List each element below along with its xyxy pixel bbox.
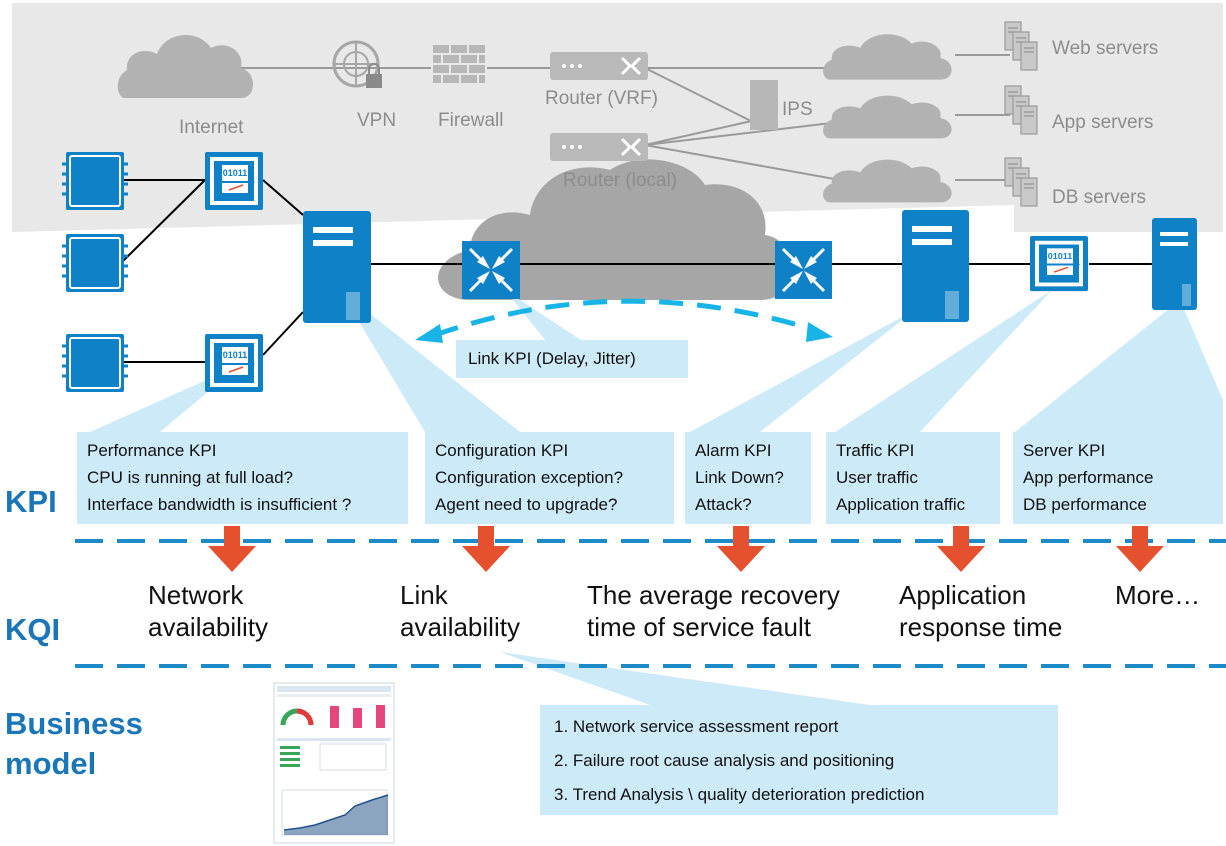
- router-local-label: Router (local): [563, 170, 678, 191]
- kqi-line2: availability: [400, 612, 520, 642]
- kqi-average-recovery-time: The average recovery time of service fau…: [587, 579, 840, 643]
- kpi-box-traffic: Traffic KPI User traffic Application tra…: [826, 432, 1000, 524]
- kpi-box-server: Server KPI App performance DB performanc…: [1013, 432, 1223, 524]
- terminal-icon-2: [60, 232, 130, 294]
- business-item: 3. Trend Analysis \ quality deterioratio…: [554, 785, 925, 804]
- probe-icon-2: [204, 333, 264, 393]
- kpi-box-line: CPU is running at full load?: [87, 468, 294, 487]
- server-icon-left: [303, 211, 371, 323]
- business-side-label: Business model: [5, 704, 143, 784]
- down-arrow-3: [717, 526, 765, 572]
- kqi-line2: response time: [899, 612, 1063, 642]
- beam-app-server: [1015, 300, 1223, 432]
- kpi-box-line: Agent need to upgrade?: [435, 495, 618, 514]
- server-icon-right: [902, 210, 969, 322]
- kpi-box-configuration: Configuration KPI Configuration exceptio…: [425, 432, 674, 524]
- beam-server-right: [690, 310, 915, 432]
- business-item: 2. Failure root cause analysis and posit…: [554, 751, 895, 770]
- link-kpi-callout: Link KPI (Delay, Jitter): [456, 340, 688, 378]
- terminal-icon-1: [60, 150, 130, 212]
- kpi-box-title: Traffic KPI: [836, 441, 915, 460]
- router-local-icon: [550, 133, 648, 161]
- router-icon-right: [775, 241, 832, 299]
- vpn-icon: [332, 40, 382, 88]
- kpi-box-line: Interface bandwidth is insufficient ?: [87, 495, 352, 514]
- router-icon-left: [462, 241, 520, 299]
- kpi-box-title: Alarm KPI: [695, 441, 772, 460]
- kqi-line1: More…: [1115, 580, 1201, 610]
- probe-icon-1: [204, 151, 264, 211]
- firewall-label: Firewall: [438, 110, 504, 131]
- down-arrow-5: [1116, 526, 1164, 572]
- app-servers-label: App servers: [1052, 112, 1154, 133]
- kqi-link-availability: Link availability: [400, 579, 520, 643]
- kpi-box-line: Link Down?: [695, 468, 784, 487]
- kpi-box-line: Configuration exception?: [435, 468, 624, 487]
- business-item: 1. Network service assessment report: [554, 717, 839, 736]
- kpi-box-line: Attack?: [695, 495, 752, 514]
- vpn-label: VPN: [357, 110, 397, 131]
- server-icon-small: [1152, 218, 1197, 310]
- router-vrf-label: Router (VRF): [545, 88, 658, 109]
- kqi-side-label: KQI: [5, 612, 61, 647]
- link-dashed-arc: [434, 298, 816, 338]
- beam-probe-right: [835, 290, 1052, 432]
- kqi-line2: availability: [148, 612, 268, 642]
- business-model-callout: 1. Network service assessment report 2. …: [540, 705, 1058, 815]
- kpi-side-label: KPI: [5, 484, 57, 519]
- kqi-line1: The average recovery: [587, 580, 840, 610]
- arc-arrow-right: [806, 322, 833, 342]
- down-arrow-1: [208, 526, 256, 572]
- router-vrf-icon: [550, 52, 648, 80]
- down-arrow-2: [462, 526, 510, 572]
- kpi-box-title: Server KPI: [1023, 441, 1106, 460]
- down-arrow-4: [937, 526, 985, 572]
- kpi-box-line: App performance: [1023, 468, 1154, 487]
- probe-icon-3: [1029, 235, 1089, 293]
- ips-icon: [750, 80, 778, 130]
- kqi-line1: Application: [899, 580, 1027, 610]
- business-label-line2: model: [5, 746, 97, 781]
- kqi-line1: Network: [148, 580, 244, 610]
- business-label-line1: Business: [5, 706, 143, 741]
- terminal-icon-3: [60, 332, 130, 394]
- firewall-icon: [431, 43, 487, 85]
- kpi-box-line: User traffic: [836, 468, 918, 487]
- kpi-box-performance: Performance KPI CPU is running at full l…: [77, 432, 408, 524]
- beam-probe: [90, 365, 240, 432]
- beam-business: [500, 652, 870, 705]
- kpi-box-alarm: Alarm KPI Link Down? Attack?: [685, 432, 811, 524]
- web-servers-label: Web servers: [1052, 38, 1159, 59]
- kpi-box-line: Application traffic: [836, 495, 966, 514]
- kqi-line2: time of service fault: [587, 612, 811, 642]
- kqi-more: More…: [1115, 579, 1200, 611]
- kpi-box-line: DB performance: [1023, 495, 1147, 514]
- ips-label: IPS: [782, 99, 813, 120]
- arc-arrow-left: [415, 324, 443, 343]
- report-thumbnail: [273, 682, 395, 844]
- beam-link-kpi: [505, 290, 590, 346]
- beam-server-left: [340, 290, 520, 432]
- internet-label: Internet: [179, 117, 244, 138]
- kpi-box-title: Performance KPI: [87, 441, 217, 460]
- kqi-line1: Link: [400, 580, 448, 610]
- kpi-box-title: Configuration KPI: [435, 441, 569, 460]
- db-servers-label: DB servers: [1052, 187, 1146, 208]
- kqi-application-response-time: Application response time: [899, 579, 1062, 643]
- kqi-network-availability: Network availability: [148, 579, 268, 643]
